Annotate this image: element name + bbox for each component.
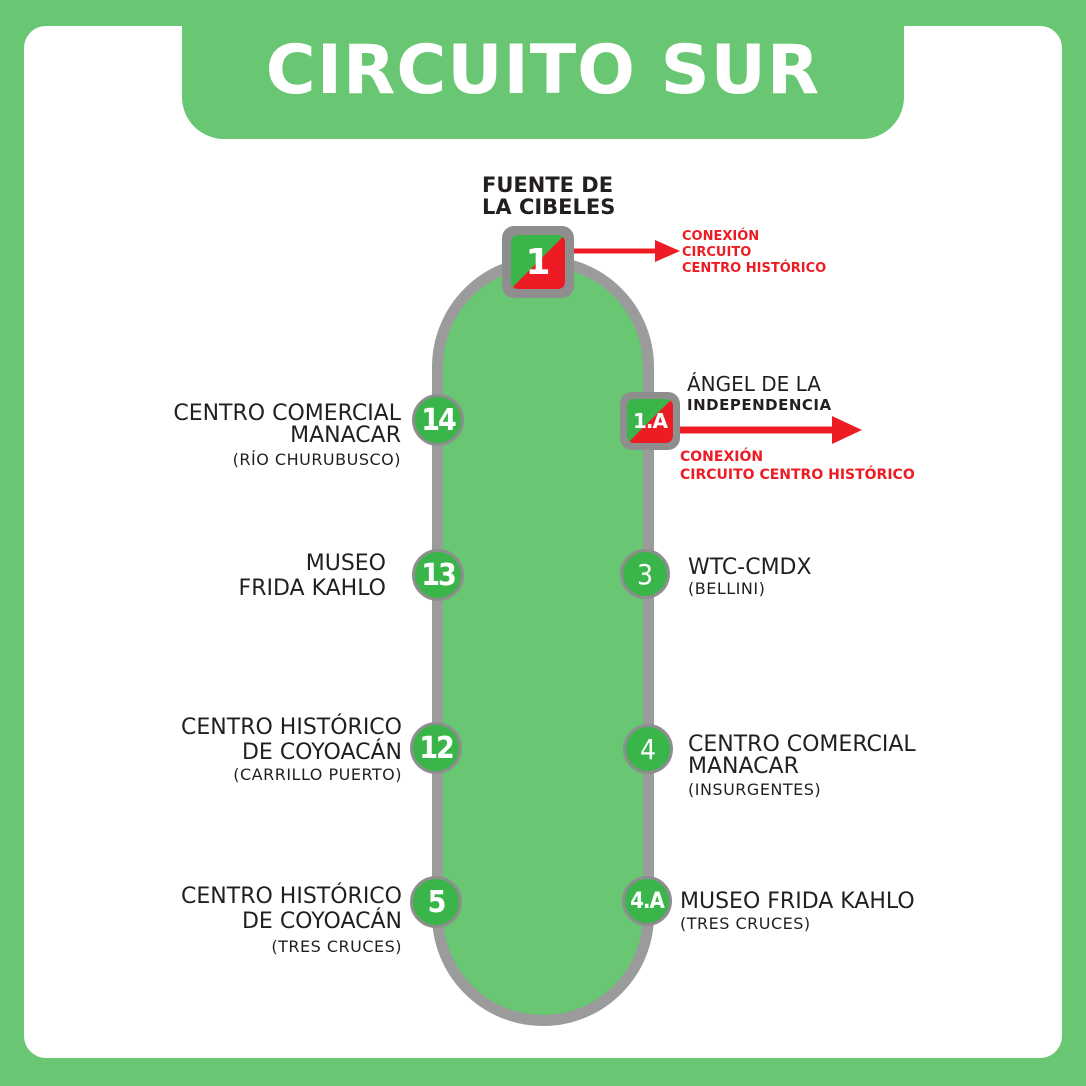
stop-3-marker[interactable]: 3 <box>620 549 670 599</box>
stop-12-marker[interactable]: 12 <box>410 722 462 774</box>
arrow-connection-1 <box>572 240 680 262</box>
stop-1a-label: ÁNGEL DE LA INDEPENDENCIA <box>687 372 832 414</box>
stop-12-label: CENTRO HISTÓRICO DE COYOACÁN (CARRILLO P… <box>181 715 402 784</box>
stop-13-label: MUSEO FRIDA KAHLO <box>238 551 386 601</box>
stop-4a-number: 4.A <box>630 888 665 914</box>
arrow-connection-1a <box>676 416 862 444</box>
title-banner: CIRCUITO SUR <box>182 0 904 139</box>
stop-4-label: CENTRO COMERCIAL MANACAR (INSURGENTES) <box>688 732 916 800</box>
stop-1a-connection-note: CONEXIÓN CIRCUITO CENTRO HISTÓRICO <box>680 449 915 483</box>
stop-1a-number: 1.A <box>633 409 668 433</box>
stop-14-number: 14 <box>421 402 457 438</box>
stop-1-label: FUENTE DE LA CIBELES <box>482 173 616 219</box>
stop-3-label: WTC-CMDX (BELLINI) <box>688 555 812 599</box>
stop-1-number: 1 <box>525 241 551 283</box>
map-title: CIRCUITO SUR <box>265 31 821 110</box>
stop-4a-label: MUSEO FRIDA KAHLO (TRES CRUCES) <box>680 889 915 934</box>
stop-12-number: 12 <box>419 730 455 766</box>
stop-14-marker[interactable]: 14 <box>412 394 464 446</box>
stop-4-marker[interactable]: 4 <box>623 724 673 774</box>
stop-5-label: CENTRO HISTÓRICO DE COYOACÁN (TRES CRUCE… <box>181 884 402 956</box>
stop-3-number: 3 <box>636 557 654 591</box>
stop-13-number: 13 <box>421 557 457 593</box>
stop-4-number: 4 <box>639 732 657 766</box>
stop-5-marker[interactable]: 5 <box>410 876 462 928</box>
stop-1a-marker[interactable]: 1.A <box>620 392 680 450</box>
stop-4a-marker[interactable]: 4.A <box>622 876 672 926</box>
stop-14-label: CENTRO COMERCIAL MANACAR (RÍO CHURUBUSCO… <box>173 401 401 470</box>
stop-5-number: 5 <box>427 884 447 920</box>
stop-1-marker[interactable]: 1 <box>502 226 574 298</box>
route-loop <box>432 256 654 1026</box>
stop-13-marker[interactable]: 13 <box>412 549 464 601</box>
stop-1-connection-note: CONEXIÓN CIRCUITO CENTRO HISTÓRICO <box>682 229 827 276</box>
